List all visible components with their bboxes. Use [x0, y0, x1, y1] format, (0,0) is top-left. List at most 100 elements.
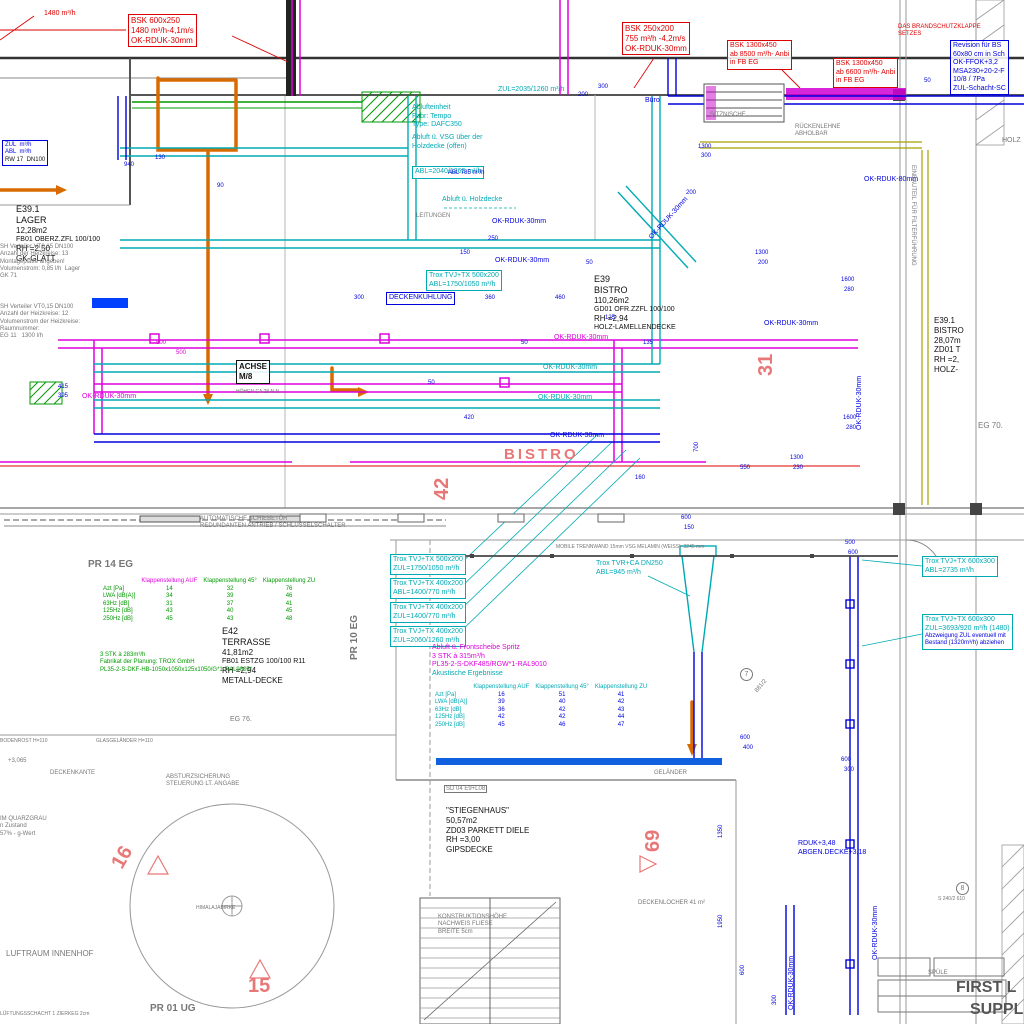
abluft-einheit-note-line: Fabr: Tempo [412, 112, 452, 120]
trox-zul-2060-label-line: Trox TVJ+TX 400x200 [393, 628, 463, 635]
trox-abl-2735-label-line: Trox TVJ+TX 600x300 [925, 558, 995, 565]
room-bistro-right-label-line: 28,07m [934, 335, 961, 345]
room-terrasse-label-line: TERRASSE [222, 636, 271, 647]
room-terrasse-label-line: METALL-DECKE [222, 675, 283, 685]
room-stiegenhaus-label-line: RH =3,00 [446, 835, 481, 845]
bsk-note-4-line: ab 6600 m³/h- Anbi [836, 68, 896, 76]
dimension-label: 600 [740, 964, 746, 975]
first-line-label: FIRST L [956, 979, 1017, 996]
trox-abl-1750-label-line: ABL=1750/1050 m³/h [429, 280, 496, 288]
hoehe-label: +3,065 [8, 758, 27, 764]
spuele-label: SPÜLE [928, 970, 948, 976]
trennwand-label: MOBILE TRENNWAND 15mm VSG MELAMIN (WEISS… [556, 544, 705, 550]
room-bistro-label-line: HOLZ-LAMELLENDECKE [594, 323, 676, 331]
room-terrasse-label-line: E42 [222, 626, 239, 636]
abluft-frontscheibe-note-line: Akustische Ergebnisse [432, 669, 503, 677]
tree-circle [129, 803, 335, 1009]
table-value: 45 [285, 608, 293, 614]
glasgelaender-label: GLASGELÄNDER H=110 [96, 738, 153, 744]
dimension-label: 550 [740, 465, 751, 471]
abluft-holzdecke-note-line: Abluft ü. Holzdecke [442, 196, 503, 203]
room-bistro-right-label-line: E39.1 [934, 316, 955, 325]
ok-rduk-label: OK-RDUK-30mm [495, 257, 550, 264]
bsk-note-1-line: OK-RDUK-30mm [131, 35, 193, 45]
stairs [419, 897, 561, 1024]
zul-2035-label: ZUL=2035/1260 m³/h [498, 86, 564, 95]
achse-label-line: M/8 [239, 371, 253, 381]
table-value: 32 [226, 585, 234, 592]
dimension-label: 1600 [841, 277, 855, 283]
table-header-cell [432, 684, 470, 692]
dimension-label: 280 [844, 287, 855, 293]
abluft-frontscheibe-note-line: Abluft ü. Frontscheibe Spritz [432, 644, 520, 651]
dimension-label: 500 [845, 540, 856, 546]
table-value: 42 [558, 714, 566, 720]
rueckenlehne-note-line: RÜCKENLEHNE [795, 124, 841, 130]
abluft-einheit-note-line: Ablufteinheit [412, 104, 451, 111]
dimension-label: 600 [740, 735, 751, 741]
ok-rduk-label: OK-RDUK-30mm [856, 375, 863, 430]
table-value: 42 [617, 699, 625, 705]
abluft-vsg-note-line: Abluft ü. VSG über der [412, 134, 483, 141]
ok-rduk-label: OK-RDUK-80mm [864, 176, 919, 183]
room-stiegenhaus-label-line: 50,57m2 [446, 815, 478, 825]
table-value: 44 [617, 714, 625, 720]
dimension-label: 1300 [755, 250, 769, 256]
doors-partitions [4, 513, 943, 577]
dimension-label: 500 [176, 350, 187, 356]
dimension-label: 160 [635, 475, 646, 481]
einbauteil-label: EINBAUTEIL FÜR FILTERFÜHRUNG [910, 165, 916, 266]
bsk-note-1-line: 1480 m³/h-4,1m/s [131, 25, 194, 35]
bsk-note-3-line: ab 8500 m³/h- Anbi [730, 50, 790, 58]
rueckenlehne-note-line: ABHOLBAR [795, 131, 828, 138]
room-bistro-right-label-line: BISTRO [934, 325, 964, 335]
revision-note-line: MSA230+20-2-F [953, 67, 1005, 75]
ahu-unit [703, 83, 785, 123]
trox-zul-3693-label-line: Abzweigung ZUL eventuell mit [925, 633, 1006, 640]
ok-rduk-label: OK-RDUK-30mm [872, 905, 879, 960]
schiebetuer-note-line: AUTOMATISCHE SCHIEBETÜR [200, 516, 288, 522]
trox-fabrikat-note-line: 3 STK à 283m³/h [100, 652, 146, 658]
zuluft-abluft-table-line: ABL m³/h [5, 149, 32, 156]
ok-rduk-label: OK-RDUK-30mm [648, 195, 690, 241]
bsk-note-3-line: in FB EG [730, 59, 759, 67]
table-header-cell: Klappenstellung 45° [203, 578, 257, 584]
pr01-label: PR 01 UG [150, 1003, 196, 1014]
trox-abl-1400-label-line: ABL=1400/770 m³/h [393, 588, 456, 596]
dimension-label: 300 [598, 84, 609, 90]
table-row-label: 250Hz [dB] [435, 721, 465, 728]
room-terrasse-label-line: RH =2,94 [222, 666, 257, 676]
table-header-cell [100, 578, 138, 586]
achse-label-line: ACHSE [239, 362, 268, 371]
table-value: 40 [226, 608, 234, 614]
ok-rduk-label: OK-RDUK-30mm [492, 218, 547, 225]
pr10-label: PR 10 EG [349, 614, 360, 660]
suppl-label: SUPPL [970, 1001, 1024, 1018]
hoehen-label: HÖHEN CA 28 N.N [236, 389, 280, 395]
table-value: 46 [285, 593, 293, 599]
dimension-label: 700 [694, 441, 700, 452]
abluft-vsg-note-line: Holzdecke (offen) [412, 142, 467, 150]
deckenkuehlung-label-line: DECKENKÜHLUNG [389, 294, 453, 301]
room-lager-label-line: LAGER [16, 214, 47, 225]
revision-note-line: Revision für BS [953, 42, 1002, 49]
dimension-label: 130 [155, 155, 166, 161]
dimension-label: 135 [643, 340, 654, 346]
table-value: 42 [498, 714, 505, 720]
table-row-label: 125Hz [dB] [103, 608, 133, 614]
dimension-label: 300 [354, 295, 365, 301]
verteiler-note-1-line: Volumenstrom: 0,85 l/h Lager [0, 265, 81, 272]
table-value: 31 [166, 600, 173, 607]
revision-note-line: OK-FFOK+3,2 [953, 59, 998, 67]
bsk-note-2-line: BSK 250x200 [625, 24, 674, 33]
